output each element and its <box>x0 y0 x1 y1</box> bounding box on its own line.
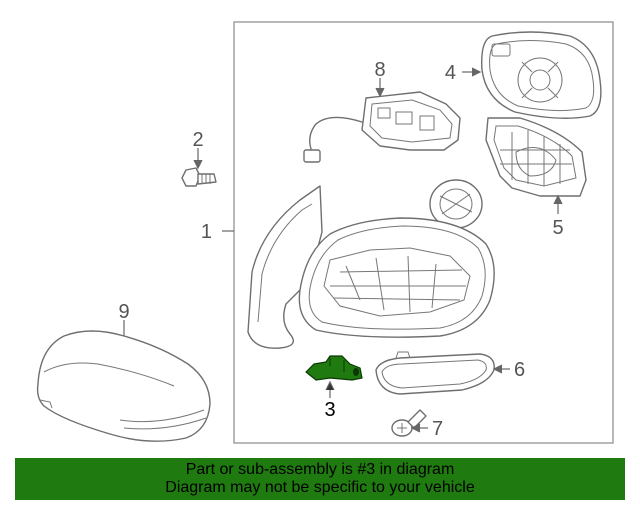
part-3-bracket[interactable] <box>305 355 363 381</box>
notice-banner: Part or sub-assembly is #3 in diagram Di… <box>15 458 625 500</box>
callout-6: 6 <box>514 359 525 381</box>
callout-7: 7 <box>432 418 443 440</box>
callout-2: 2 <box>192 129 203 151</box>
part-8-actuator[interactable] <box>303 91 461 163</box>
leader-2-arrow <box>193 159 203 170</box>
part-9-mirror-cover[interactable] <box>36 330 211 442</box>
leader-3-arrow <box>325 380 335 391</box>
leader-8-arrow <box>375 87 385 98</box>
callout-8: 8 <box>374 59 385 81</box>
callout-3: 3 <box>324 399 335 421</box>
leader-4-arrow <box>471 67 482 77</box>
part-6-turn-signal[interactable] <box>375 351 495 395</box>
callout-5: 5 <box>552 217 563 239</box>
motor-cap <box>429 179 483 229</box>
leader-lines <box>123 67 563 433</box>
assembly-frame <box>233 21 614 444</box>
part-1-mirror-body[interactable] <box>247 185 495 349</box>
parts-diagram: 1 2 3 4 5 6 7 8 9 <box>36 21 614 444</box>
callout-4: 4 <box>445 62 456 84</box>
part-2-screw[interactable] <box>181 167 217 187</box>
part-5-housing-frame[interactable] <box>485 117 587 197</box>
callout-9: 9 <box>118 301 129 323</box>
part-7-screw[interactable] <box>391 409 427 437</box>
callout-1: 1 <box>201 221 212 243</box>
leader-7-arrow <box>410 423 421 433</box>
notice-line-2: Diagram may not be specific to your vehi… <box>165 479 475 496</box>
leader-5-arrow <box>553 194 563 205</box>
part-4-mirror-glass[interactable] <box>481 31 602 119</box>
notice-line-1: Part or sub-assembly is #3 in diagram <box>185 461 455 478</box>
leader-6-arrow <box>492 364 503 374</box>
